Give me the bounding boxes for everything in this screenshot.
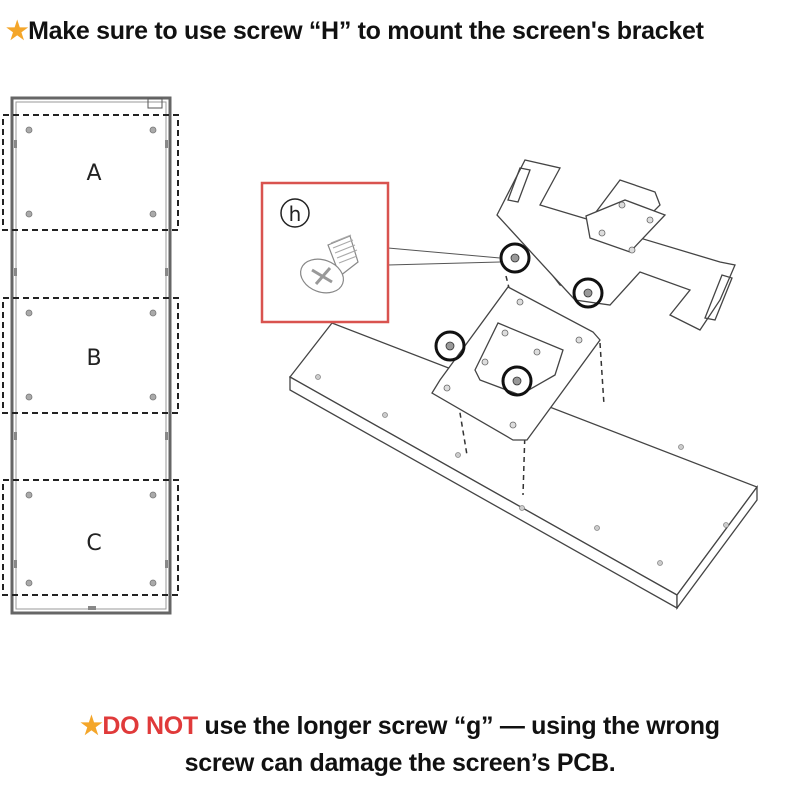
- header-text: Make sure to use screw “H” to mount the …: [28, 17, 704, 45]
- section-b-outline: [2, 297, 179, 414]
- section-label-c: C: [86, 531, 101, 556]
- screw-circle-3: [434, 330, 466, 362]
- screw-h-icon: [300, 234, 359, 294]
- warning-emphasis: DO NOT: [102, 712, 198, 740]
- screw-label-h: h: [289, 202, 302, 226]
- screw-circle-1: [499, 242, 531, 274]
- highlighted-screws: [434, 242, 604, 397]
- star-icon: ★: [80, 712, 103, 740]
- section-a-outline: [2, 114, 179, 231]
- warning-line1: use the longer screw “g” — using the wro…: [197, 712, 720, 740]
- screw-circle-2: [572, 277, 604, 309]
- mounting-plate: [431, 286, 601, 441]
- screw-h-callout: [260, 181, 390, 324]
- section-c-outline: [2, 479, 179, 596]
- section-label-b: B: [86, 346, 101, 371]
- star-icon: ★: [6, 17, 29, 45]
- warning-line2: screw can damage the screen’s PCB.: [184, 749, 616, 777]
- vesa-bracket: [496, 159, 736, 331]
- header-instruction: ★Make sure to use screw “H” to mount the…: [6, 16, 704, 46]
- section-label-a: A: [86, 161, 101, 186]
- warning-note: ★DO NOT use the longer screw “g” — using…: [0, 708, 800, 782]
- screw-circle-4: [501, 365, 533, 397]
- screw-label-circle: [280, 198, 310, 228]
- panel-front-view: [2, 96, 179, 615]
